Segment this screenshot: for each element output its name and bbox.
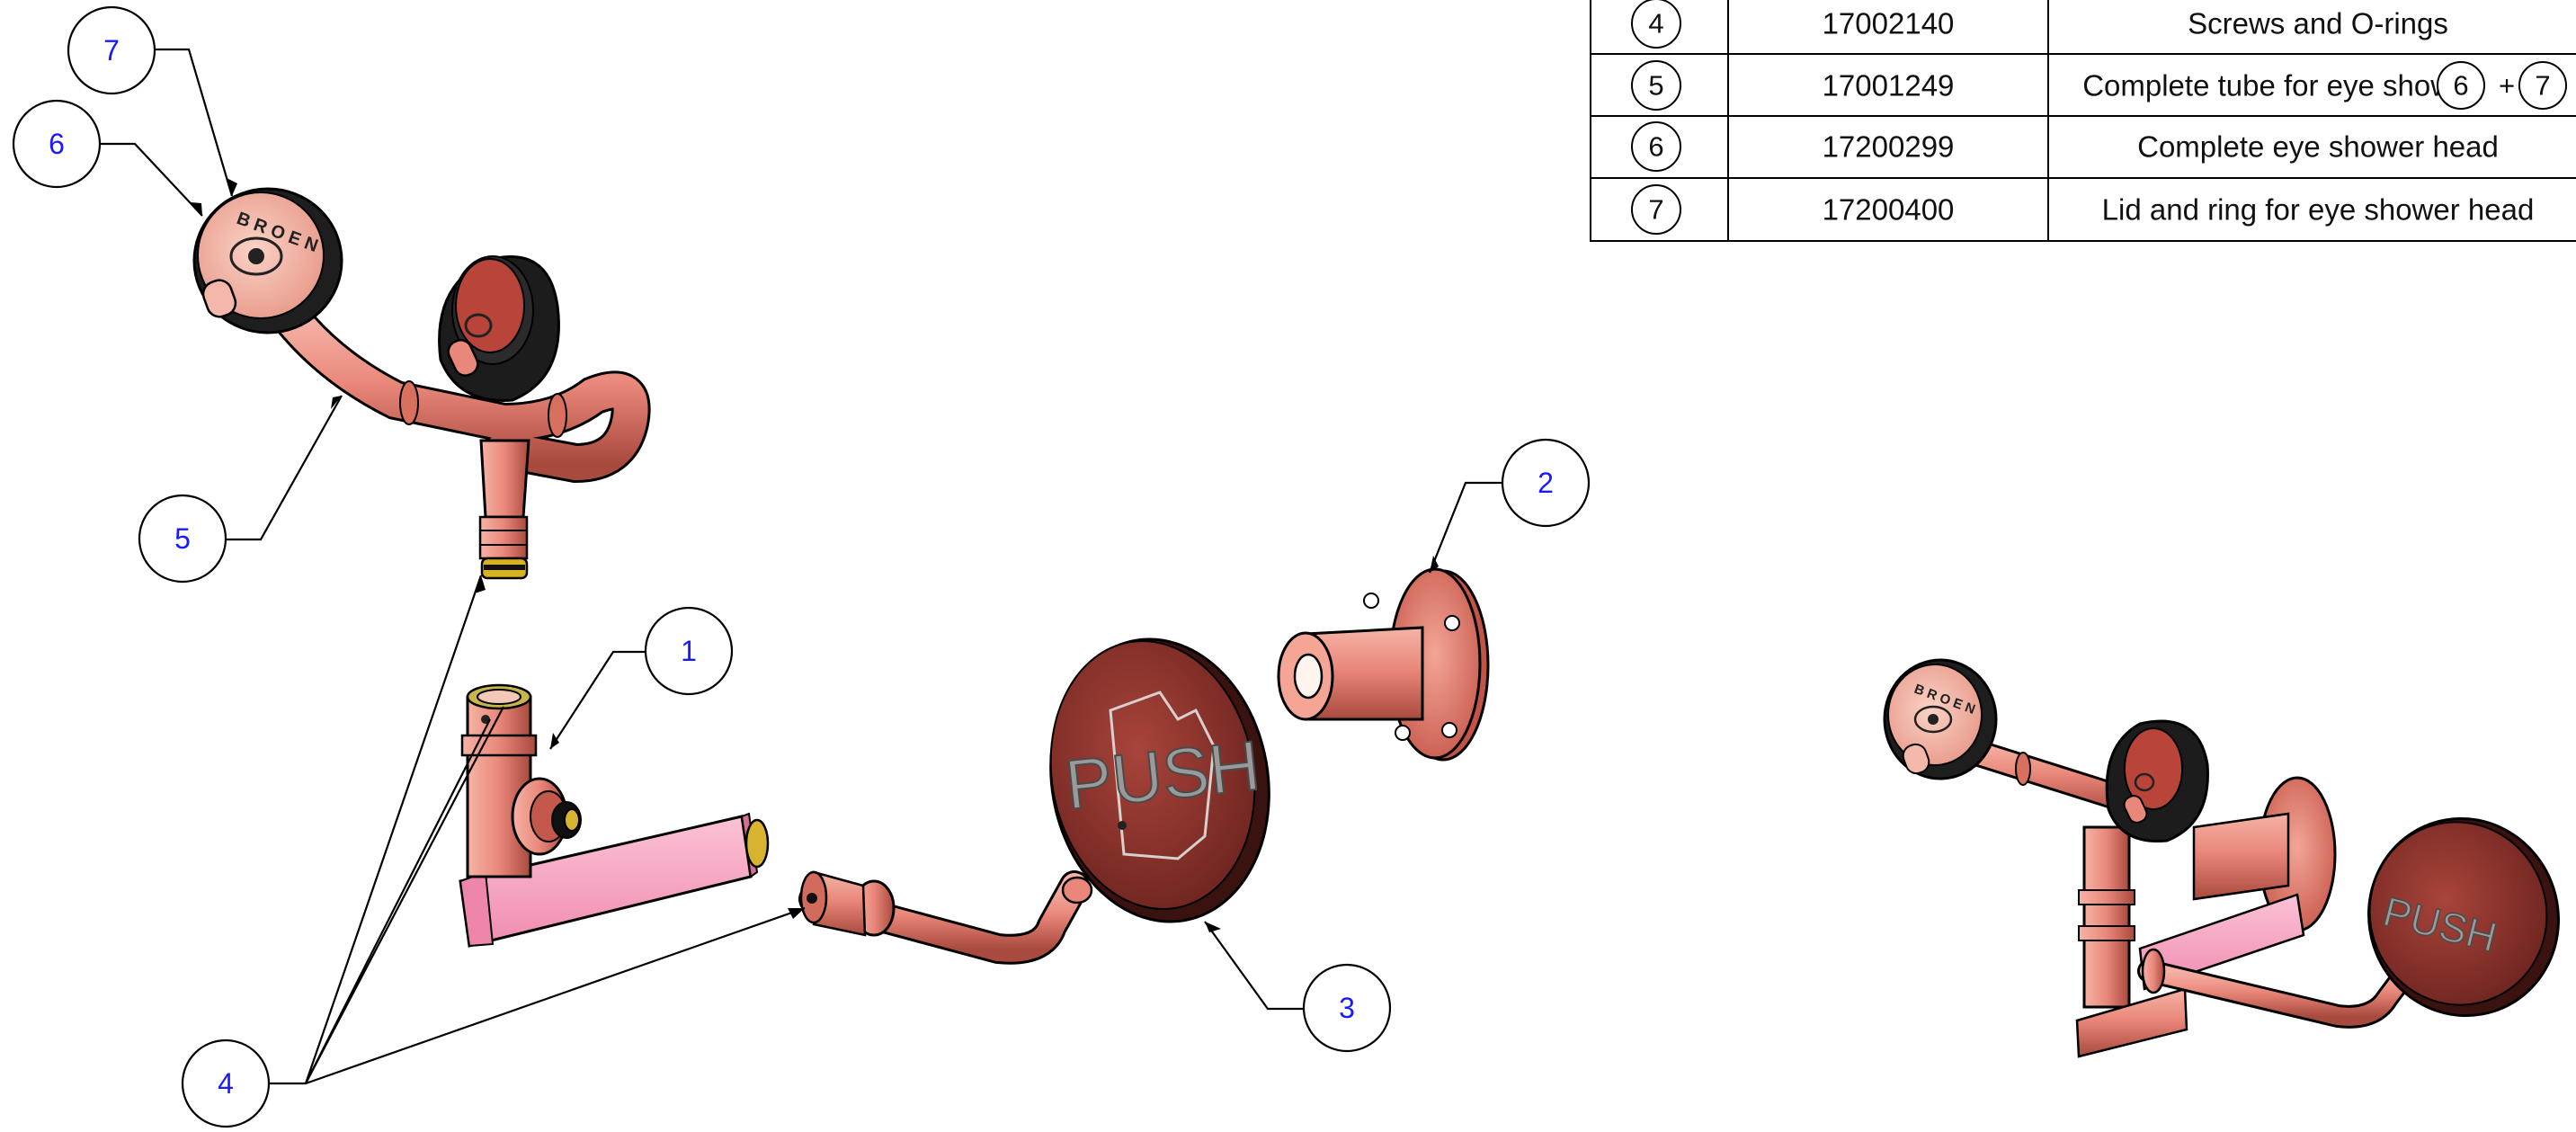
parts-table: 4 17002140 Screws and O-rings 5 17001249…	[1590, 0, 2576, 242]
part-description: Lid and ring for eye shower head	[2102, 193, 2535, 227]
ref-join: +	[2499, 70, 2515, 102]
item-number: 5	[1648, 70, 1663, 102]
callout-4: 4	[181, 1038, 271, 1128]
callout-number: 3	[1339, 992, 1355, 1024]
leader-lines	[99, 48, 1503, 1085]
part-number: 17200299	[1823, 130, 1955, 164]
table-row: 7 17200400 Lid and ring for eye shower h…	[1631, 184, 2535, 235]
assembled-view: PUSH B R O E N	[1883, 658, 2560, 1058]
eye-shower-head-right	[438, 255, 560, 402]
callout-1: 1	[644, 606, 734, 696]
callout-6: 6	[12, 99, 102, 189]
push-plate: PUSH	[1049, 637, 1270, 923]
ref-item-number: 7	[2535, 70, 2550, 102]
part-description: Complete eye shower head	[2137, 130, 2499, 164]
callout-number: 1	[681, 635, 697, 667]
callout-5: 5	[138, 494, 227, 584]
part-description: Complete tube for eye shower,	[2082, 69, 2485, 103]
item-number: 4	[1648, 8, 1663, 40]
eye-shower-head-left: B R O E N	[192, 187, 343, 334]
table-row: 5 17001249 Complete tube for eye shower,…	[1631, 60, 2567, 111]
item-number: 7	[1648, 194, 1663, 226]
callout-number: 5	[174, 522, 191, 555]
part-number: 17001249	[1823, 69, 1955, 103]
callout-2: 2	[1501, 438, 1591, 528]
item-number: 6	[1648, 131, 1663, 163]
callout-7: 7	[67, 5, 156, 95]
callout-3: 3	[1302, 963, 1392, 1053]
eye-shower-tube-assembly: B R O E N	[192, 187, 651, 580]
callout-number: 6	[49, 128, 65, 160]
callout-number: 7	[103, 34, 120, 67]
valve-body	[459, 683, 770, 948]
part-number: 17200400	[1823, 193, 1955, 227]
part-number: 17002140	[1823, 7, 1955, 40]
callout-number: 4	[218, 1067, 234, 1100]
part-description: Screws and O-rings	[2188, 7, 2448, 40]
wall-flange	[1277, 567, 1490, 762]
table-row: 4 17002140 Screws and O-rings	[1631, 0, 2448, 49]
table-row: 6 17200299 Complete eye shower head	[1631, 121, 2499, 172]
ref-item-number: 6	[2453, 70, 2468, 102]
callout-number: 2	[1538, 467, 1554, 499]
push-arm-assembly: PUSH	[798, 637, 1270, 965]
